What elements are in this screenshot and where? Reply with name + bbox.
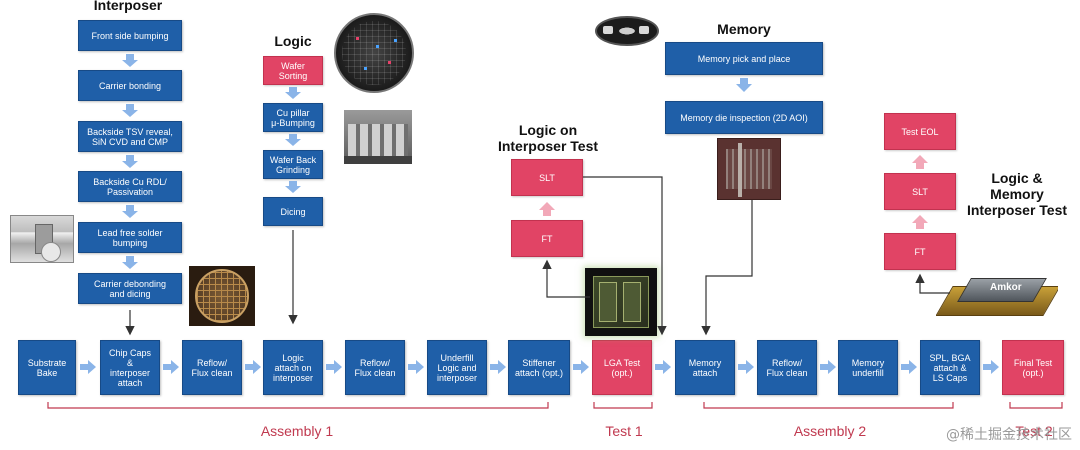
- group-label-assembly-1: Assembly 1: [260, 423, 334, 439]
- flow-reflow-flux-clean-1: Reflow/ Flux clean: [182, 340, 242, 395]
- logic-wafer-image: [334, 13, 414, 93]
- flow-final-test: Final Test (opt.): [1002, 340, 1064, 395]
- final-test-slt: SLT: [884, 173, 956, 210]
- logic-test-slt: SLT: [511, 159, 583, 196]
- group-label-test-1: Test 1: [605, 423, 643, 439]
- group-brackets: [47, 402, 1063, 409]
- logic-test-ft: FT: [511, 220, 583, 257]
- flow-stiffener-attach: Stiffener attach (opt.): [508, 340, 570, 395]
- amkor-package-image: Amkor: [936, 272, 1058, 326]
- cu-pillar-micrograph-image: [344, 110, 412, 164]
- interposer-step-solder-bumping: Lead free solder bumping: [78, 222, 182, 253]
- flow-spl-bga-attach-ls-caps: SPL, BGA attach & LS Caps: [920, 340, 980, 395]
- flow-logic-attach-on-interposer: Logic attach on interposer: [263, 340, 323, 395]
- interposer-section-image: [10, 215, 74, 263]
- interposer-wafer-image: [189, 266, 255, 326]
- interposer-heading: Interposer: [93, 0, 163, 13]
- logic-step-cu-pillar-bumping: Cu pillar μ-Bumping: [263, 103, 323, 132]
- interposer-step-tsv-reveal: Backside TSV reveal, SiN CVD and CMP: [78, 121, 182, 152]
- flow-substrate-bake: Substrate Bake: [18, 340, 76, 395]
- flow-memory-attach: Memory attach: [675, 340, 735, 395]
- logic-on-interposer-test-heading: Logic on Interposer Test: [497, 122, 599, 154]
- logic-memory-interposer-test-heading: Logic & Memory Interposer Test: [966, 170, 1068, 218]
- group-label-test-2: Test 2: [1015, 423, 1053, 439]
- flow-memory-underfill: Memory underfill: [838, 340, 898, 395]
- logic-step-dicing: Dicing: [263, 197, 323, 226]
- memory-step-die-inspection: Memory die inspection (2D AOI): [665, 101, 823, 134]
- final-test-ft: FT: [884, 233, 956, 270]
- flow-chip-caps-interposer-attach: Chip Caps & interposer attach: [100, 340, 160, 395]
- interposer-step-debonding-dicing: Carrier debonding and dicing: [78, 273, 182, 304]
- flow-underfill-logic-interposer: Underfill Logic and interposer: [427, 340, 487, 395]
- memory-heading: Memory: [717, 21, 771, 37]
- tape-reel-image: [593, 12, 663, 52]
- interposer-step-front-side-bumping: Front side bumping: [78, 20, 182, 51]
- logic-heading: Logic: [274, 33, 312, 49]
- flow-reflow-flux-clean-3: Reflow/ Flux clean: [757, 340, 817, 395]
- final-test-eol: Test EOL: [884, 113, 956, 150]
- memory-down-arrow: [736, 78, 752, 92]
- interposer-step-backside-rdl: Backside Cu RDL/ Passivation: [78, 171, 182, 202]
- watermark: @稀土掘金技术社区: [946, 427, 1072, 443]
- logic-step-wafer-sorting: Wafer Sorting: [263, 56, 323, 85]
- logic-on-interposer-module-image: [585, 268, 657, 336]
- flow-lga-test: LGA Test (opt.): [592, 340, 652, 395]
- logic-step-back-grinding: Wafer Back Grinding: [263, 150, 323, 179]
- interposer-step-carrier-bonding: Carrier bonding: [78, 70, 182, 101]
- group-label-assembly-2: Assembly 2: [793, 423, 867, 439]
- memory-step-pick-and-place: Memory pick and place: [665, 42, 823, 75]
- amkor-label: Amkor: [990, 282, 1022, 293]
- flow-reflow-flux-clean-2: Reflow/ Flux clean: [345, 340, 405, 395]
- memory-die-image: [717, 138, 781, 200]
